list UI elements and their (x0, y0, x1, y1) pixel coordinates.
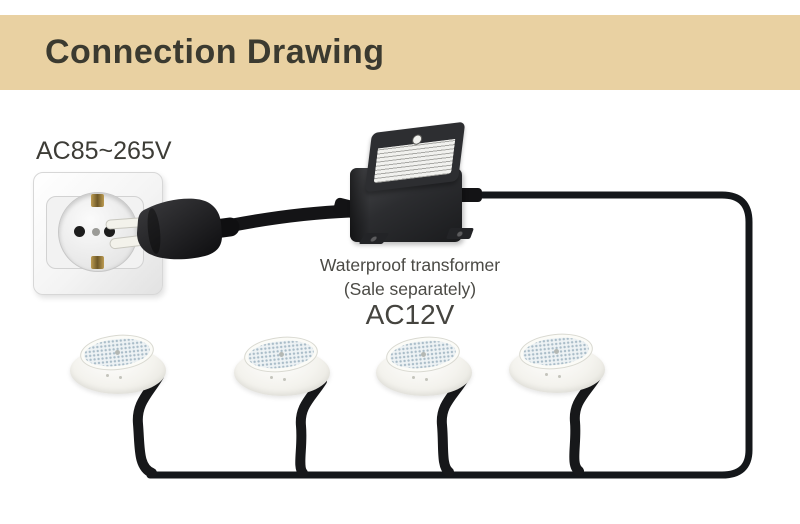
plug-body (137, 198, 222, 260)
light-cable-2 (295, 376, 327, 478)
header-banner: Connection Drawing (0, 15, 800, 90)
transformer-tab-right (445, 228, 475, 239)
socket-earth-clip-bottom (91, 256, 104, 269)
light-screw (425, 378, 428, 381)
pool-light-4 (509, 334, 605, 393)
plug-ridge (147, 208, 161, 254)
light-screw (106, 374, 109, 377)
light-screw (283, 378, 286, 381)
transformer-note-label: (Sale separately) (343, 279, 477, 299)
transformer-top (364, 121, 466, 193)
light-screw (412, 376, 415, 379)
light-screw (558, 375, 561, 378)
output-cable-loop (146, 191, 753, 479)
plug-prong-upper (105, 217, 143, 230)
socket-hole-right (104, 226, 115, 237)
light-screw (270, 376, 273, 379)
light-screw (119, 376, 122, 379)
light-cable-1 (132, 371, 164, 478)
socket-earth-clip-top (91, 194, 104, 207)
light-cable-4 (569, 372, 601, 476)
light-cable-3 (436, 375, 468, 477)
socket-center-pin (92, 228, 100, 236)
socket-hole-left (74, 226, 85, 237)
transformer-output-gland (458, 188, 482, 202)
page-title: Connection Drawing (45, 33, 385, 71)
output-voltage-label: AC12V (365, 299, 455, 330)
pool-light-3 (376, 337, 472, 396)
pool-light-1 (70, 335, 166, 394)
transformer-text: Waterproof transformer (Sale separately) (270, 253, 550, 301)
input-voltage-label: AC85~265V (36, 137, 172, 165)
pool-light-2 (234, 337, 330, 396)
transformer-label-sticker (373, 128, 457, 184)
light-screw (545, 373, 548, 376)
transformer-name-label: Waterproof transformer (319, 255, 501, 275)
